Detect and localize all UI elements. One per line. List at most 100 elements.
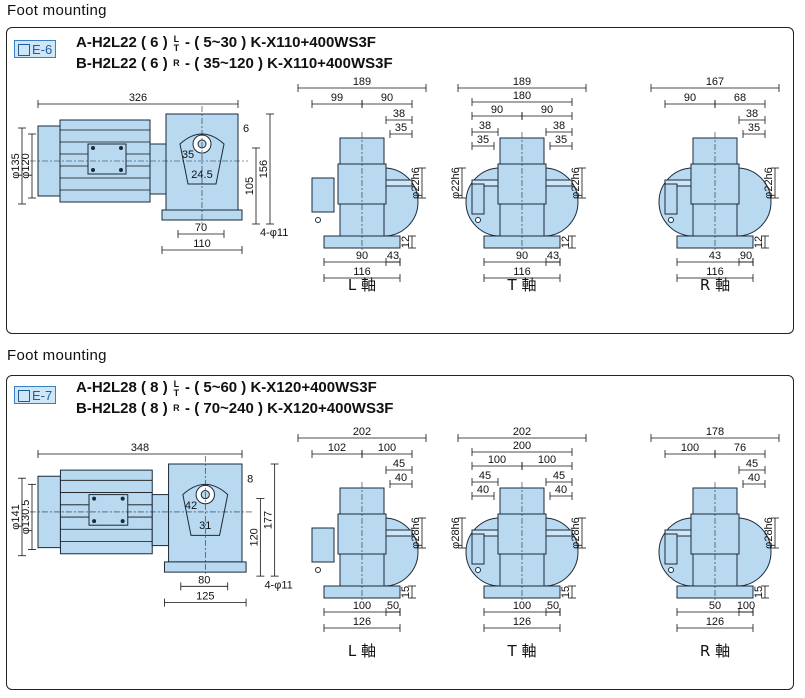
center-label: 24.5 <box>191 169 212 181</box>
gear-cover-outline <box>179 133 225 185</box>
side-cap <box>471 183 485 215</box>
screw-icon <box>120 519 125 524</box>
output-shaft-left <box>471 179 499 187</box>
shaft-dia-left-dim-label: φ22h6 <box>450 167 462 199</box>
gear-neck <box>151 494 170 547</box>
shaft-s1-dim-label: 45 <box>746 458 758 470</box>
radius-label: 35 <box>182 149 194 161</box>
foot-height-dim-label: 15 <box>400 586 412 598</box>
shaft-type-stack-b: R <box>172 59 181 69</box>
stack-mid: T <box>173 43 180 53</box>
figure-tag-label-2: E-7 <box>32 388 53 403</box>
height2-dim-label: 120 <box>248 528 260 546</box>
model-b-line-2: B-H2L28 ( 8 ) R - ( 70~240 ) K-X120+400W… <box>76 400 393 417</box>
front-left-dim-label: 100 <box>488 454 506 466</box>
shaft-s4-dim-label: 40 <box>477 484 489 496</box>
model-a-prefix-2: A-H2L28 ( 8 ) <box>76 379 168 396</box>
front-left-dim-label: 102 <box>328 442 346 454</box>
drain-plug-icon <box>475 567 481 573</box>
base1-dim-label: 100 <box>513 600 531 612</box>
screw-icon <box>119 146 123 150</box>
base3-dim-label: 126 <box>706 616 724 628</box>
length-dim-label: 326 <box>129 92 147 104</box>
key-width-label: 6 <box>243 123 249 135</box>
figure-tag-2: E-7 <box>14 386 57 404</box>
figure-tag-label: E-6 <box>32 42 53 57</box>
view-caption-L: L 軸 <box>348 276 376 294</box>
terminal-box <box>311 177 335 213</box>
gear-casing-curve <box>736 517 772 587</box>
shaft-s1-dim-label: 45 <box>393 458 405 470</box>
shaft-dia-dim-label: φ22h6 <box>410 167 422 199</box>
foot-height-dim-label: 15 <box>753 586 765 598</box>
diameter1-dim-label: φ135 <box>10 153 22 179</box>
figure-tag-icon-2 <box>18 390 30 402</box>
base3-dim-label: 116 <box>513 266 531 278</box>
drain-plug-icon <box>668 567 674 573</box>
section-heading-2: Foot mounting <box>7 347 107 364</box>
base2-dim-label: 100 <box>737 600 755 612</box>
drain-plug-icon <box>315 567 321 573</box>
foot-height-dim-label: 12 <box>560 236 572 248</box>
foot-dim-label: 80 <box>198 574 210 586</box>
key-width-label: 8 <box>247 473 253 485</box>
front-left-dim-label: 90 <box>491 104 503 116</box>
stack-bot-2: R <box>173 403 180 413</box>
front-right-dim-label: 68 <box>734 92 746 104</box>
base2-dim-label: 43 <box>547 250 559 262</box>
shaft-dia-right-dim-label: φ22h6 <box>570 167 582 199</box>
screw-icon <box>119 168 123 172</box>
output-shaft-left <box>471 529 499 537</box>
base1-dim-label: 43 <box>709 250 721 262</box>
stack-mid-2: T <box>173 388 180 398</box>
drain-plug-icon <box>475 217 481 223</box>
holes-label: 4-φ11 <box>260 227 288 239</box>
gear-casing-curve <box>736 167 772 237</box>
radius-label: 42 <box>185 500 197 512</box>
base2-dim-label: 50 <box>547 600 559 612</box>
output-shaft-right <box>385 179 413 187</box>
shaft-s3-dim-label: 38 <box>479 120 491 132</box>
shaft-s2-dim-label: 35 <box>555 134 567 146</box>
figure-tag-icon <box>18 44 30 56</box>
diameter2-dim-label: φ120 <box>20 153 32 179</box>
base2-dim-label: 90 <box>740 250 752 262</box>
base2-dim-label: 43 <box>387 250 399 262</box>
shaft-s2-dim-label: 35 <box>395 122 407 134</box>
shaft-s1-dim-label: 38 <box>553 120 565 132</box>
base3-dim-label: 126 <box>353 616 371 628</box>
front-top-dim-label: 189 <box>353 76 371 88</box>
front-right-dim-label: 90 <box>381 92 393 104</box>
section-heading: Foot mounting <box>7 2 107 19</box>
foot-height-dim-label: 15 <box>560 586 572 598</box>
front-left-dim-label: 90 <box>684 92 696 104</box>
model-a-suffix: - ( 5~30 ) K-X110+400WS3F <box>180 34 376 51</box>
screw-icon <box>92 496 97 501</box>
front-top-dim-label: 202 <box>513 426 531 438</box>
drain-plug-icon <box>315 217 321 223</box>
model-b-suffix: - ( 35~120 ) K-X110+400WS3F <box>180 55 393 72</box>
shaft-s2-dim-label: 40 <box>748 472 760 484</box>
front-top-dim-label: 178 <box>706 426 724 438</box>
base1-dim-label: 50 <box>709 600 721 612</box>
figure-tag: E-6 <box>14 40 57 58</box>
front-right-dim-label: 100 <box>538 454 556 466</box>
output-shaft-right <box>385 529 413 537</box>
holes-label: 4-φ11 <box>264 579 292 591</box>
height1-dim-label: 177 <box>263 511 275 529</box>
shaft-dia-dim-label: φ28h6 <box>410 517 422 549</box>
view-caption-R: R 軸 <box>700 276 730 294</box>
shaft-dia-right-dim-label: φ28h6 <box>570 517 582 549</box>
output-shaft-left <box>664 179 692 187</box>
gear-neck <box>149 143 167 195</box>
diameter2-dim-label: φ130.5 <box>20 500 32 535</box>
foot-dim-label: 70 <box>195 222 207 234</box>
shaft-dia-dim-label: φ28h6 <box>763 517 775 549</box>
base-dim-label: 110 <box>193 238 211 250</box>
output-shaft-left <box>664 529 692 537</box>
